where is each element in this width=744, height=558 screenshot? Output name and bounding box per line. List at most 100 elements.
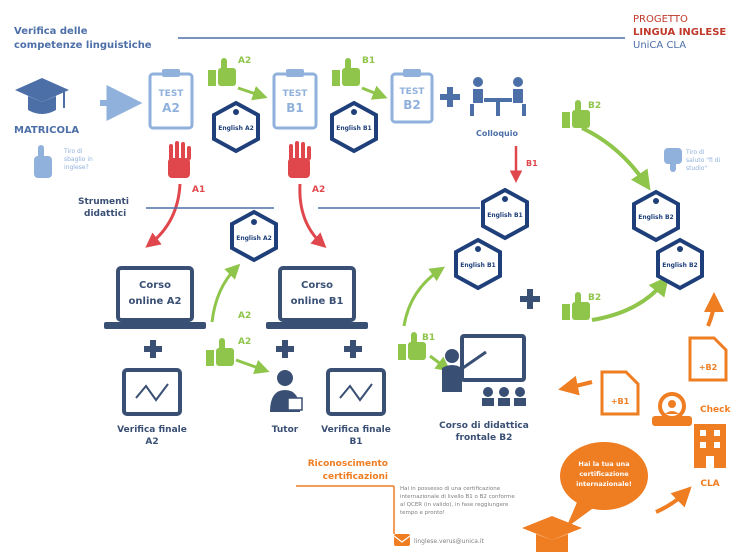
ricon-text-line4: tempo e pronto!	[400, 510, 445, 516]
badge-english-b1: English B1	[330, 100, 378, 154]
plus-icon-colloquio	[440, 87, 460, 107]
badge-english-b1-right-2: English B1	[454, 237, 502, 291]
edge-label-a1-fail: A1	[192, 185, 205, 195]
arrow-a2-up-to-badge	[210, 263, 241, 323]
ricon-line2: certificazioni	[323, 472, 388, 482]
check-magnifier-icon	[652, 392, 692, 426]
badge-a2-text: English A2	[218, 125, 254, 132]
edge-label-b1-down: B1	[526, 159, 538, 168]
tutor-label: Tutor	[272, 425, 299, 435]
corso-b2-line1: Corso di didattica	[439, 421, 529, 431]
arrow-a1-fail-to-corso-a2	[145, 183, 182, 248]
interview-people-icon	[470, 77, 526, 116]
edge-label-a2-low: A2	[238, 337, 251, 347]
thumbs-up-a2-icon	[208, 58, 236, 86]
clipboard-test-b1-icon	[272, 69, 318, 130]
matricola-label: MATRICOLA	[14, 125, 79, 136]
edge-label-b2-top: B2	[588, 101, 601, 111]
arrow-a2-fail-to-corso-b1	[298, 183, 327, 249]
cla-label: CLA	[700, 479, 719, 489]
email-text[interactable]: linglese.verus@unica.it	[414, 538, 484, 545]
doc-right-label: +B2	[699, 363, 717, 372]
badge-b1-text: English B1	[336, 125, 371, 132]
badge-b2-right2-text: English B2	[662, 262, 697, 269]
plus-icon-b1-tutor	[276, 340, 294, 358]
badge-b1-right2-text: English B1	[460, 262, 495, 269]
tutor-icon	[270, 370, 303, 412]
badge-english-b1-right: English B1	[481, 187, 529, 241]
corso-a2-line1: Corso	[139, 280, 171, 291]
ricon-text-line2: internazionale di livello B1 o B2 confor…	[400, 494, 515, 500]
thumbs-up-b2-low-icon	[562, 292, 590, 320]
thumbs-up-b1-low-icon	[398, 332, 426, 360]
note-right-line3: studio"	[686, 165, 707, 172]
pointing-hand-icon	[34, 145, 52, 178]
speech-bubble	[560, 442, 648, 528]
arrow-bubble-to-cla	[655, 486, 692, 514]
note-right-line2: saluto "fi di	[686, 157, 720, 164]
verifica-a2-line2: A2	[145, 437, 158, 447]
strumenti-line1: Strumenti	[78, 197, 129, 207]
project-line3: UniCA CLA	[633, 40, 686, 51]
bubble-line2: certificazione	[579, 470, 629, 478]
note-right-line1: Tiro di	[685, 149, 705, 156]
edge-label-a2-fail: A2	[312, 185, 325, 195]
edge-label-b1-low: B1	[422, 333, 435, 343]
clipboard-test-b2-icon	[390, 69, 434, 124]
arrow-a2-low-to-tutor	[235, 358, 270, 375]
arrow-b2-low-to-badges	[591, 275, 670, 322]
corso-b1-line1: Corso	[301, 280, 333, 291]
test-b2-line2: B2	[403, 98, 421, 112]
clipboard-test-a2-icon	[148, 69, 194, 130]
corso-a2-line2: online A2	[129, 296, 182, 307]
verifica-b1-line2: B1	[349, 437, 362, 447]
header-title-line2: competenze linguistiche	[14, 40, 152, 51]
project-line2: LINGUA INGLESE	[633, 27, 726, 38]
check-label: Check	[700, 405, 731, 415]
email-icon	[393, 534, 411, 546]
badge-english-a2-mid: English A2	[230, 209, 278, 263]
ricon-text-line3: al QCER (in valido), in fase reggiungere	[400, 502, 509, 508]
edge-label-a2-up: A2	[238, 311, 251, 321]
laptop-corso-b1-icon	[266, 266, 368, 329]
badge-english-b2-right: English B2	[632, 189, 680, 243]
thumbs-up-b2-top-icon	[562, 100, 590, 128]
doc-left-label: +B1	[611, 397, 630, 406]
laptop-corso-a2-icon	[104, 266, 206, 329]
verifica-b1-icon	[326, 368, 386, 416]
test-b2-line1: TEST	[400, 87, 426, 97]
edge-label-b2-low: B2	[588, 293, 601, 303]
note-left-line2: sbaglio in	[64, 156, 93, 163]
badge-english-b2-right-2: English B2	[656, 237, 704, 291]
verifica-a2-icon	[122, 368, 182, 416]
ricon-text-line1: Hai in possesso di una certificazione	[400, 486, 501, 492]
plus-icon-a2	[144, 340, 162, 358]
corso-b2-line2: frontale B2	[456, 433, 513, 443]
stop-hand-b1-icon	[288, 141, 311, 178]
thumbs-up-b1-icon	[332, 58, 360, 86]
note-left-line1: Tiro di	[63, 148, 83, 155]
badge-b1-right-text: English B1	[487, 212, 522, 219]
document-b1-icon	[600, 370, 640, 416]
arrow-a2-to-test-b1	[237, 86, 268, 101]
arrow-b1-low-to-corso-b2	[429, 354, 451, 372]
verifica-b1-line1: Verifica finale	[321, 425, 391, 435]
badge-a2-mid-text: English A2	[236, 235, 272, 242]
cla-building-icon	[694, 424, 726, 468]
test-a2-line2: A2	[162, 101, 180, 115]
note-left-line3: inglese?	[64, 164, 89, 171]
bubble-line1: Hai la tua una	[578, 460, 629, 468]
graduation-cap-icon	[15, 78, 69, 114]
edge-label-a2-pass: A2	[238, 56, 251, 66]
header-title-line1: Verifica delle	[14, 26, 88, 37]
badge-english-a2: English A2	[212, 100, 260, 154]
badge-b2-right-text: English B2	[638, 214, 673, 221]
bubble-line3: internazionale!	[576, 480, 632, 488]
colloquio-label: Colloquio	[476, 129, 519, 138]
project-line1: PROGETTO	[633, 14, 688, 25]
pointing-hand-right-icon	[664, 148, 682, 172]
thumbs-up-a2-low-icon	[206, 338, 234, 366]
ricon-line1: Riconoscimento	[308, 459, 388, 469]
classroom-teacher-icon	[442, 334, 526, 406]
